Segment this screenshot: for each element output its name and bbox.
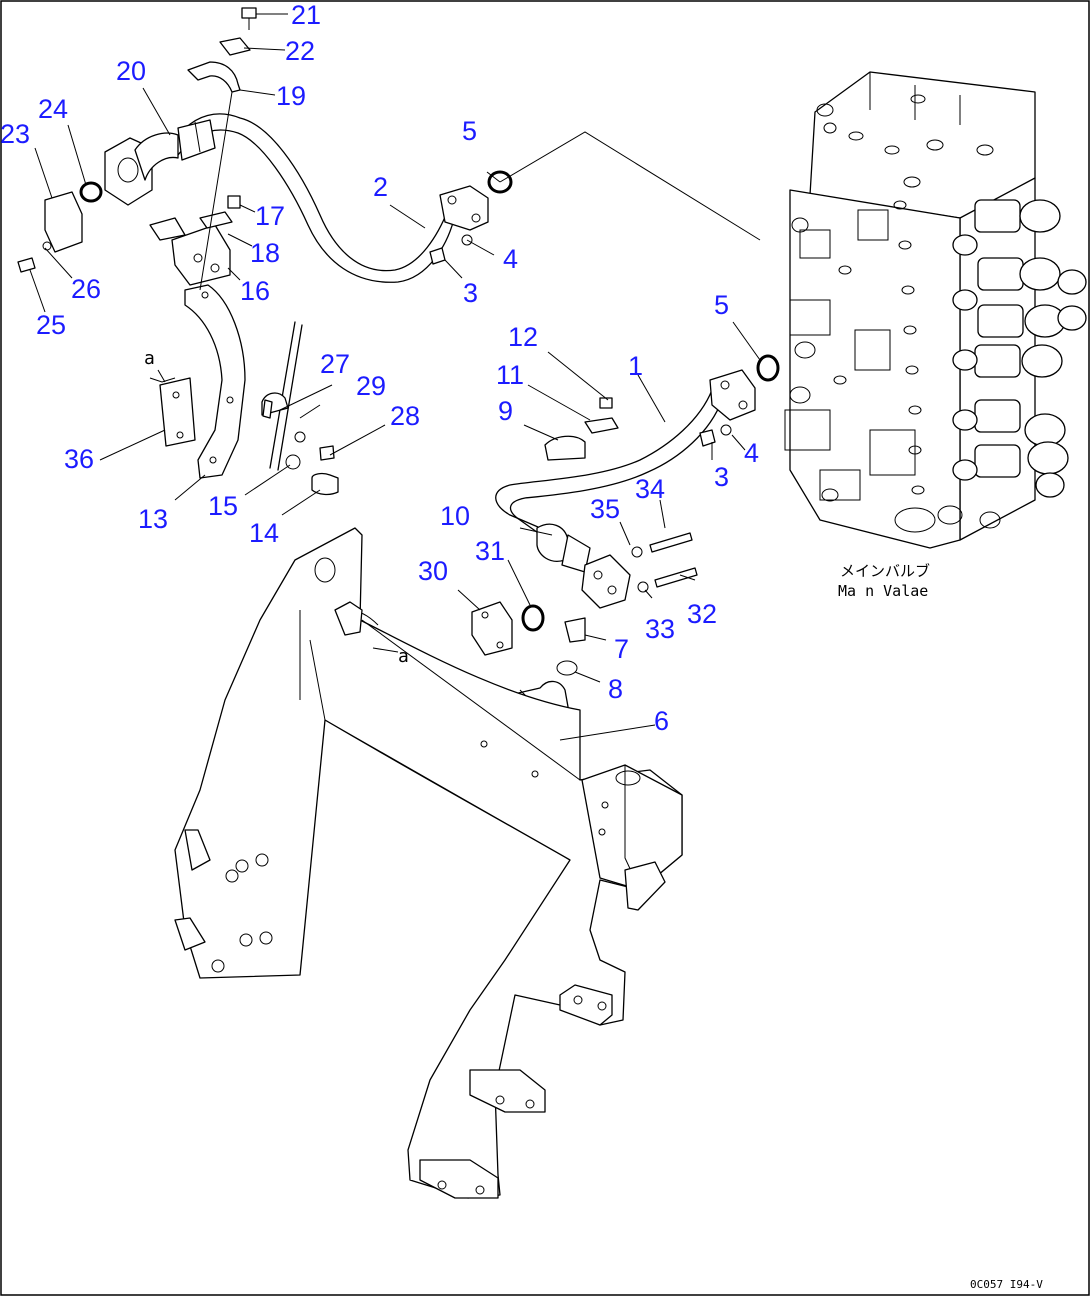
- callout-3: 3: [463, 278, 478, 308]
- callout-24: 24: [38, 94, 68, 124]
- figure-code: 0C057 I94-V: [970, 1278, 1043, 1291]
- callout-18: 18: [250, 238, 280, 268]
- callout-4-lower: 4: [744, 438, 759, 468]
- callout-32: 32: [687, 599, 717, 629]
- callout-10: 10: [440, 501, 470, 531]
- callout-31: 31: [475, 536, 505, 566]
- callout-29: 29: [356, 371, 386, 401]
- callout-26: 26: [71, 274, 101, 304]
- callout-15: 15: [208, 491, 238, 521]
- callout-17: 17: [255, 201, 285, 231]
- reference-mark-a-frame: a: [398, 646, 409, 667]
- reference-mark-a-top: a: [144, 348, 155, 369]
- callout-21: 21: [291, 0, 321, 30]
- callout-4: 4: [503, 244, 518, 274]
- callout-36: 36: [64, 444, 94, 474]
- callout-8: 8: [608, 674, 623, 704]
- callout-30: 30: [418, 556, 448, 586]
- frame-drawing: [174, 527, 683, 1199]
- callout-14: 14: [249, 518, 279, 548]
- upper-pipe-assembly: [17, 7, 513, 286]
- callout-7: 7: [614, 634, 629, 664]
- main-valve-drawing: メインバルブ Ma n Valae: [784, 71, 1087, 600]
- callout-13: 13: [138, 504, 168, 534]
- lower-pipe-assembly: [471, 354, 780, 656]
- main-valve-label-en: Ma n Valae: [838, 582, 928, 600]
- callout-5: 5: [462, 116, 477, 146]
- callout-35: 35: [590, 494, 620, 524]
- callout-11: 11: [496, 360, 524, 390]
- callout-19: 19: [276, 81, 306, 111]
- callout-25: 25: [36, 310, 66, 340]
- leader-lines: [29, 13, 761, 741]
- callout-22: 22: [285, 36, 315, 66]
- callout-6: 6: [654, 706, 669, 736]
- callout-numbers: 1 2 3 4 5 6 7 8 9 10 11 12 13 14 15 16 1…: [0, 0, 759, 736]
- callout-1: 1: [628, 351, 643, 381]
- callout-16: 16: [240, 276, 270, 306]
- callout-23: 23: [0, 119, 30, 149]
- callout-28: 28: [390, 401, 420, 431]
- callout-9: 9: [498, 396, 513, 426]
- callout-3-lower: 3: [714, 462, 729, 492]
- main-valve-label-jp: メインバルブ: [840, 562, 930, 580]
- callout-34: 34: [635, 474, 665, 504]
- callout-5-lower: 5: [714, 290, 729, 320]
- clamp-bracket-assembly: [149, 284, 379, 626]
- callout-27: 27: [320, 349, 350, 379]
- callout-2: 2: [373, 172, 388, 202]
- callout-12: 12: [508, 322, 538, 352]
- callout-20: 20: [116, 56, 146, 86]
- callout-33: 33: [645, 614, 675, 644]
